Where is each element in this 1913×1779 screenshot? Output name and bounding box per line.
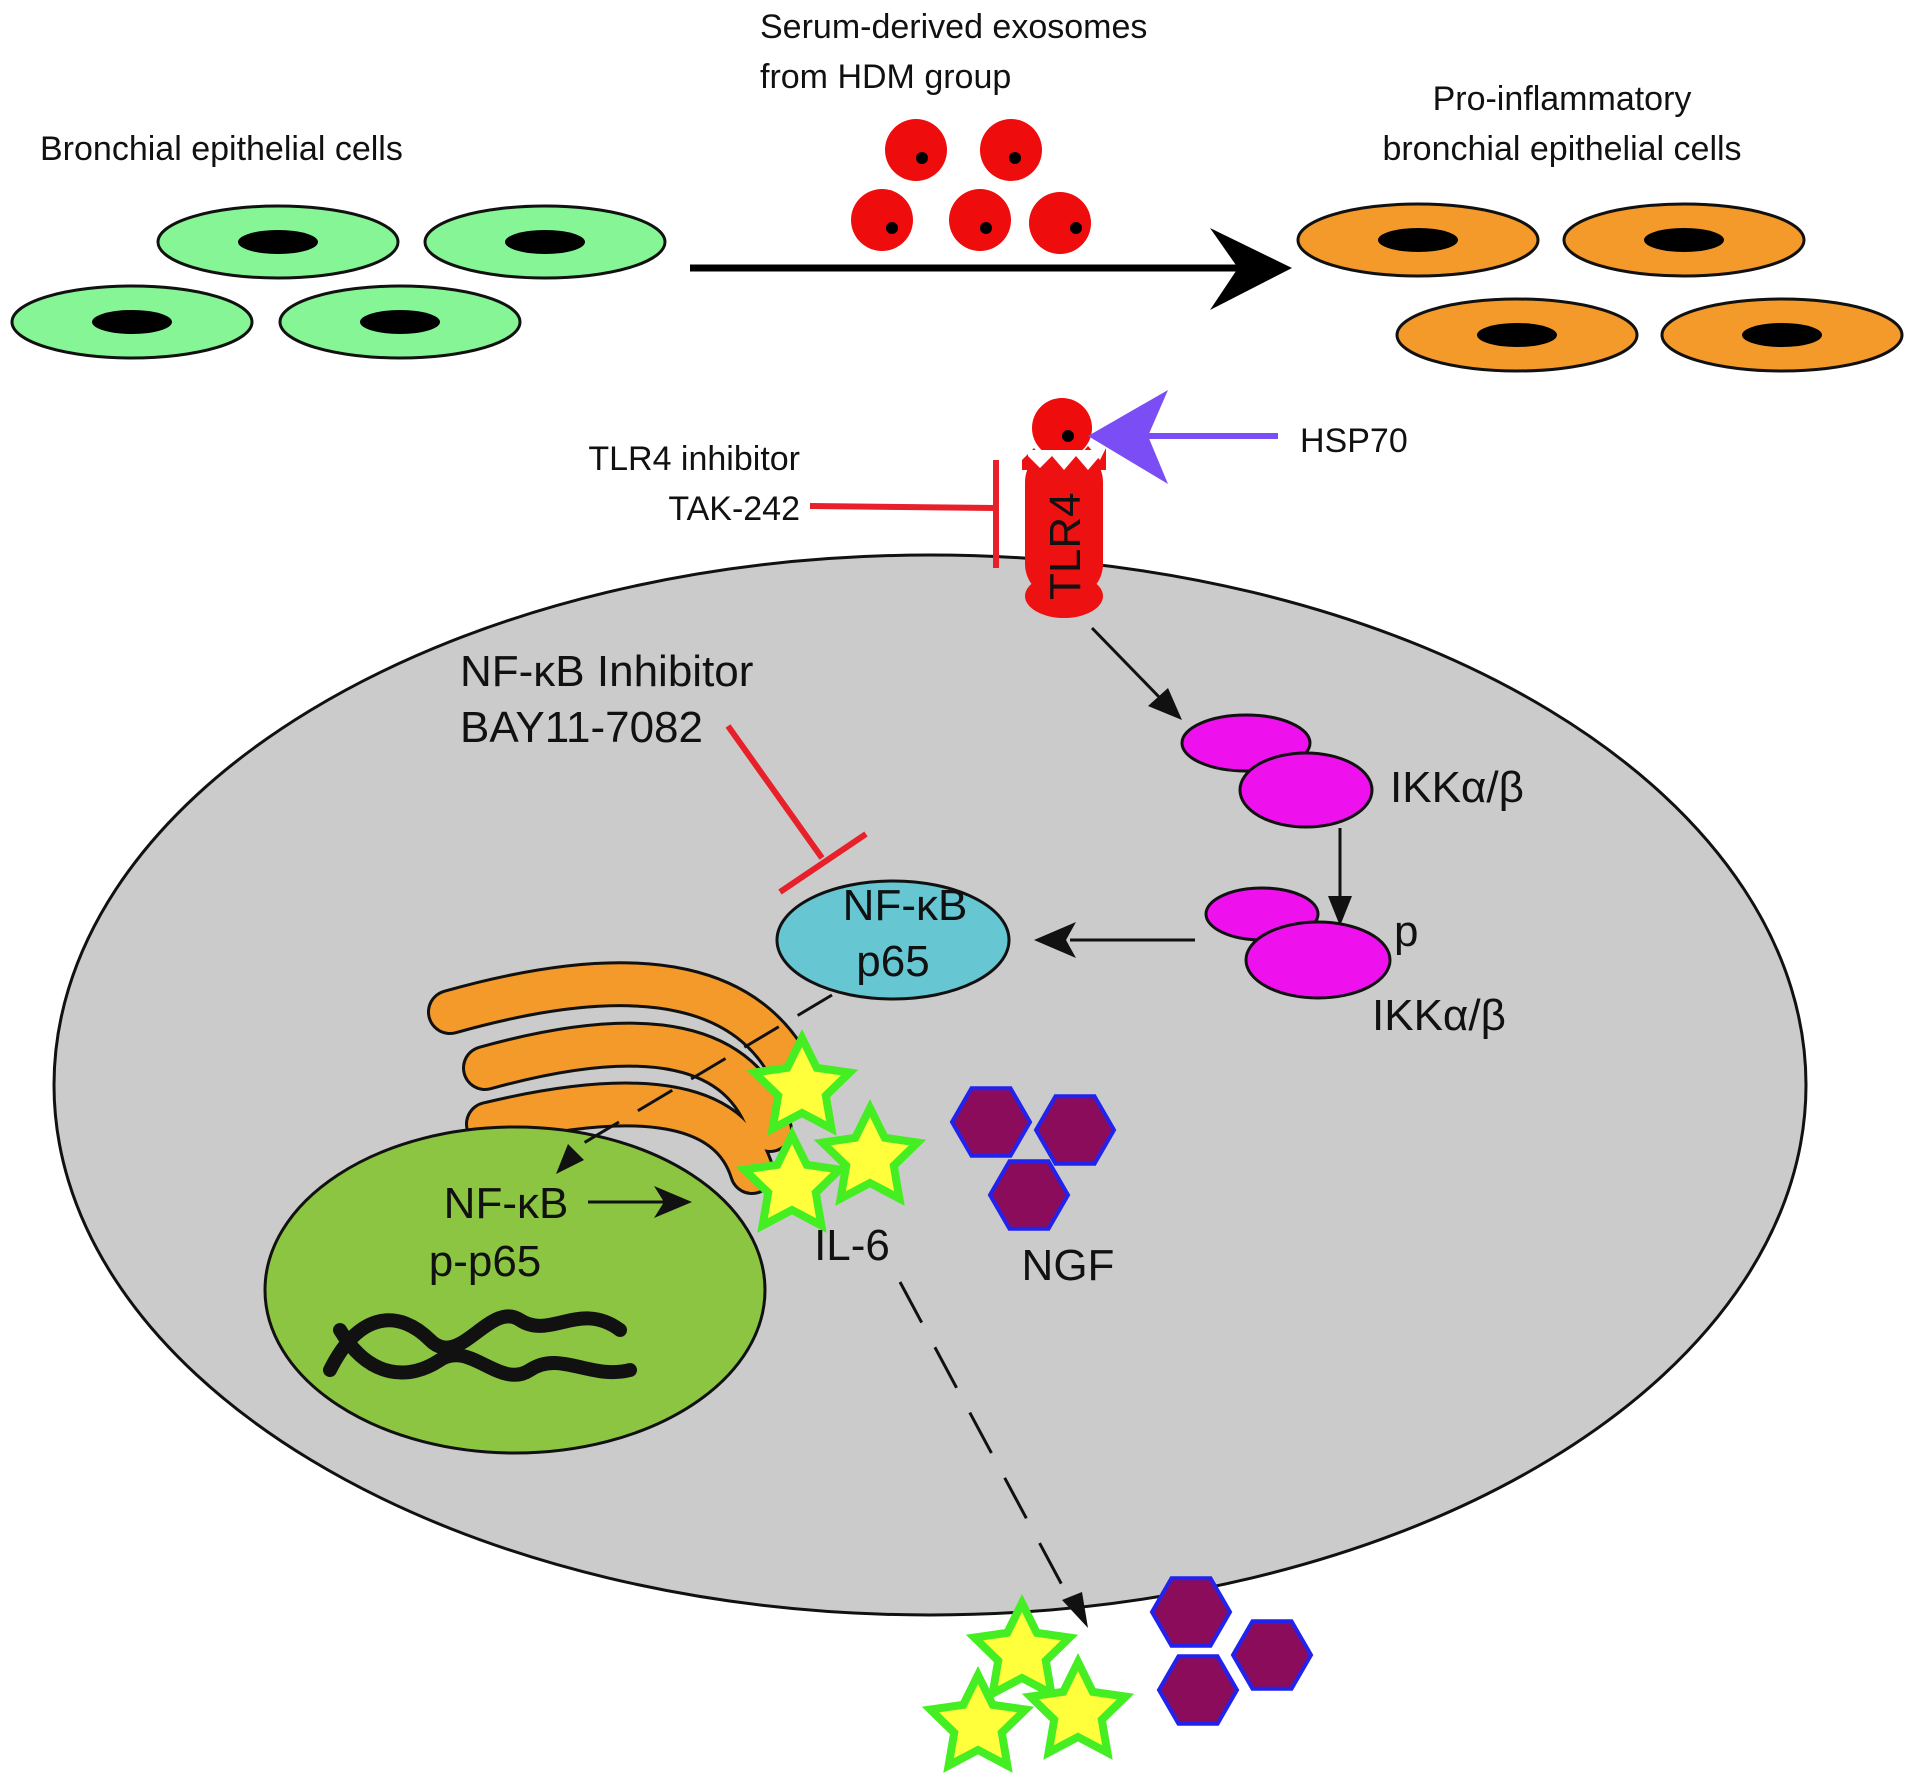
secreted-il6-star <box>930 1675 1025 1766</box>
ngf-hexagon <box>1034 1094 1116 1166</box>
tlr4-inhibition-line <box>809 460 999 568</box>
ikk-phosphorylation-arrow <box>1328 828 1352 926</box>
normal-cell <box>156 204 400 280</box>
nfkb-inhibitor-label-line2: BAY11-7082 <box>460 703 703 752</box>
nfkb-cyto-label-line2: p65 <box>856 937 929 986</box>
cell-body <box>52 553 1808 1617</box>
transcription-arrow <box>588 1186 692 1218</box>
nfkb-nuclear-label-line1: NF-κB <box>444 1179 569 1228</box>
secreted-ngf-cluster <box>1150 1576 1313 1726</box>
phospho-ikk-complex <box>1204 886 1392 1000</box>
tlr4-inhibitor-label-line1: TLR4 inhibitor <box>588 440 800 478</box>
nfkb-inhibitor-label-line1: NF-κB Inhibitor <box>460 647 753 696</box>
bronchial-cells-label: Bronchial epithelial cells <box>40 130 403 168</box>
tlr4-to-ikk-arrow <box>1090 626 1182 720</box>
hsp70-arrow <box>1088 390 1278 484</box>
inflamed-cell-group <box>1296 202 1904 373</box>
ikk-bottom-label: IKKα/β <box>1372 991 1506 1040</box>
dna-helix <box>323 1309 637 1382</box>
nfkb-inhibition-line <box>725 724 868 895</box>
exosomes-label-line2: from HDM group <box>760 58 1011 96</box>
nfkb-nuclear-label-line2: p-p65 <box>429 1237 542 1286</box>
hsp70-exosome <box>1032 398 1092 458</box>
normal-cell-group <box>10 204 667 360</box>
phospho-p-label: p <box>1394 907 1418 956</box>
secreted-ngf-hexagon <box>1157 1654 1239 1726</box>
exosome <box>885 119 947 181</box>
secreted-il6-star <box>974 1603 1069 1694</box>
inflamed-cell <box>1296 202 1540 278</box>
exosome <box>851 189 913 251</box>
secreted-ngf-hexagon <box>1231 1619 1313 1691</box>
proinflam-label-line2: bronchial epithelial cells <box>1382 130 1741 168</box>
exosome-group <box>851 119 1091 254</box>
proinflam-label-line1: Pro-inflammatory <box>1433 80 1692 118</box>
exosome <box>1029 192 1091 254</box>
nucleus <box>263 1125 767 1455</box>
il6-label: IL-6 <box>814 1221 890 1270</box>
normal-cell <box>278 284 522 360</box>
tlr4-receptor: TLR4 <box>1022 398 1106 618</box>
ngf-hexagon <box>950 1086 1032 1158</box>
secreted-il6-cluster <box>930 1603 1125 1766</box>
ngf-label: NGF <box>1022 1241 1115 1290</box>
tlr4-label: TLR4 <box>1041 492 1090 600</box>
tlr4-inhibitor-label-line2: TAK-242 <box>668 490 800 528</box>
transformation-arrow <box>690 228 1292 310</box>
nfkb-translocation-path <box>556 993 833 1174</box>
secreted-ngf-hexagon <box>1150 1576 1232 1648</box>
ikk-complex <box>1180 713 1374 829</box>
exosome <box>980 119 1042 181</box>
inflamed-cell <box>1660 297 1904 373</box>
normal-cell <box>10 284 254 360</box>
inflamed-cell <box>1395 297 1639 373</box>
exosomes-label-line1: Serum-derived exosomes <box>760 8 1147 46</box>
exosome <box>949 189 1011 251</box>
secretion-path <box>898 1281 1088 1628</box>
ngf-hexagon <box>988 1159 1070 1231</box>
hsp70-label: HSP70 <box>1300 422 1408 460</box>
inflamed-cell <box>1562 202 1806 278</box>
normal-cell <box>423 204 667 280</box>
nfkb-p65-cytoplasmic <box>775 879 1011 1001</box>
ikk-to-nfkb-arrow <box>1034 922 1195 958</box>
ikk-top-label: IKKα/β <box>1390 763 1524 812</box>
nfkb-cyto-label-line1: NF-κB <box>843 881 968 930</box>
